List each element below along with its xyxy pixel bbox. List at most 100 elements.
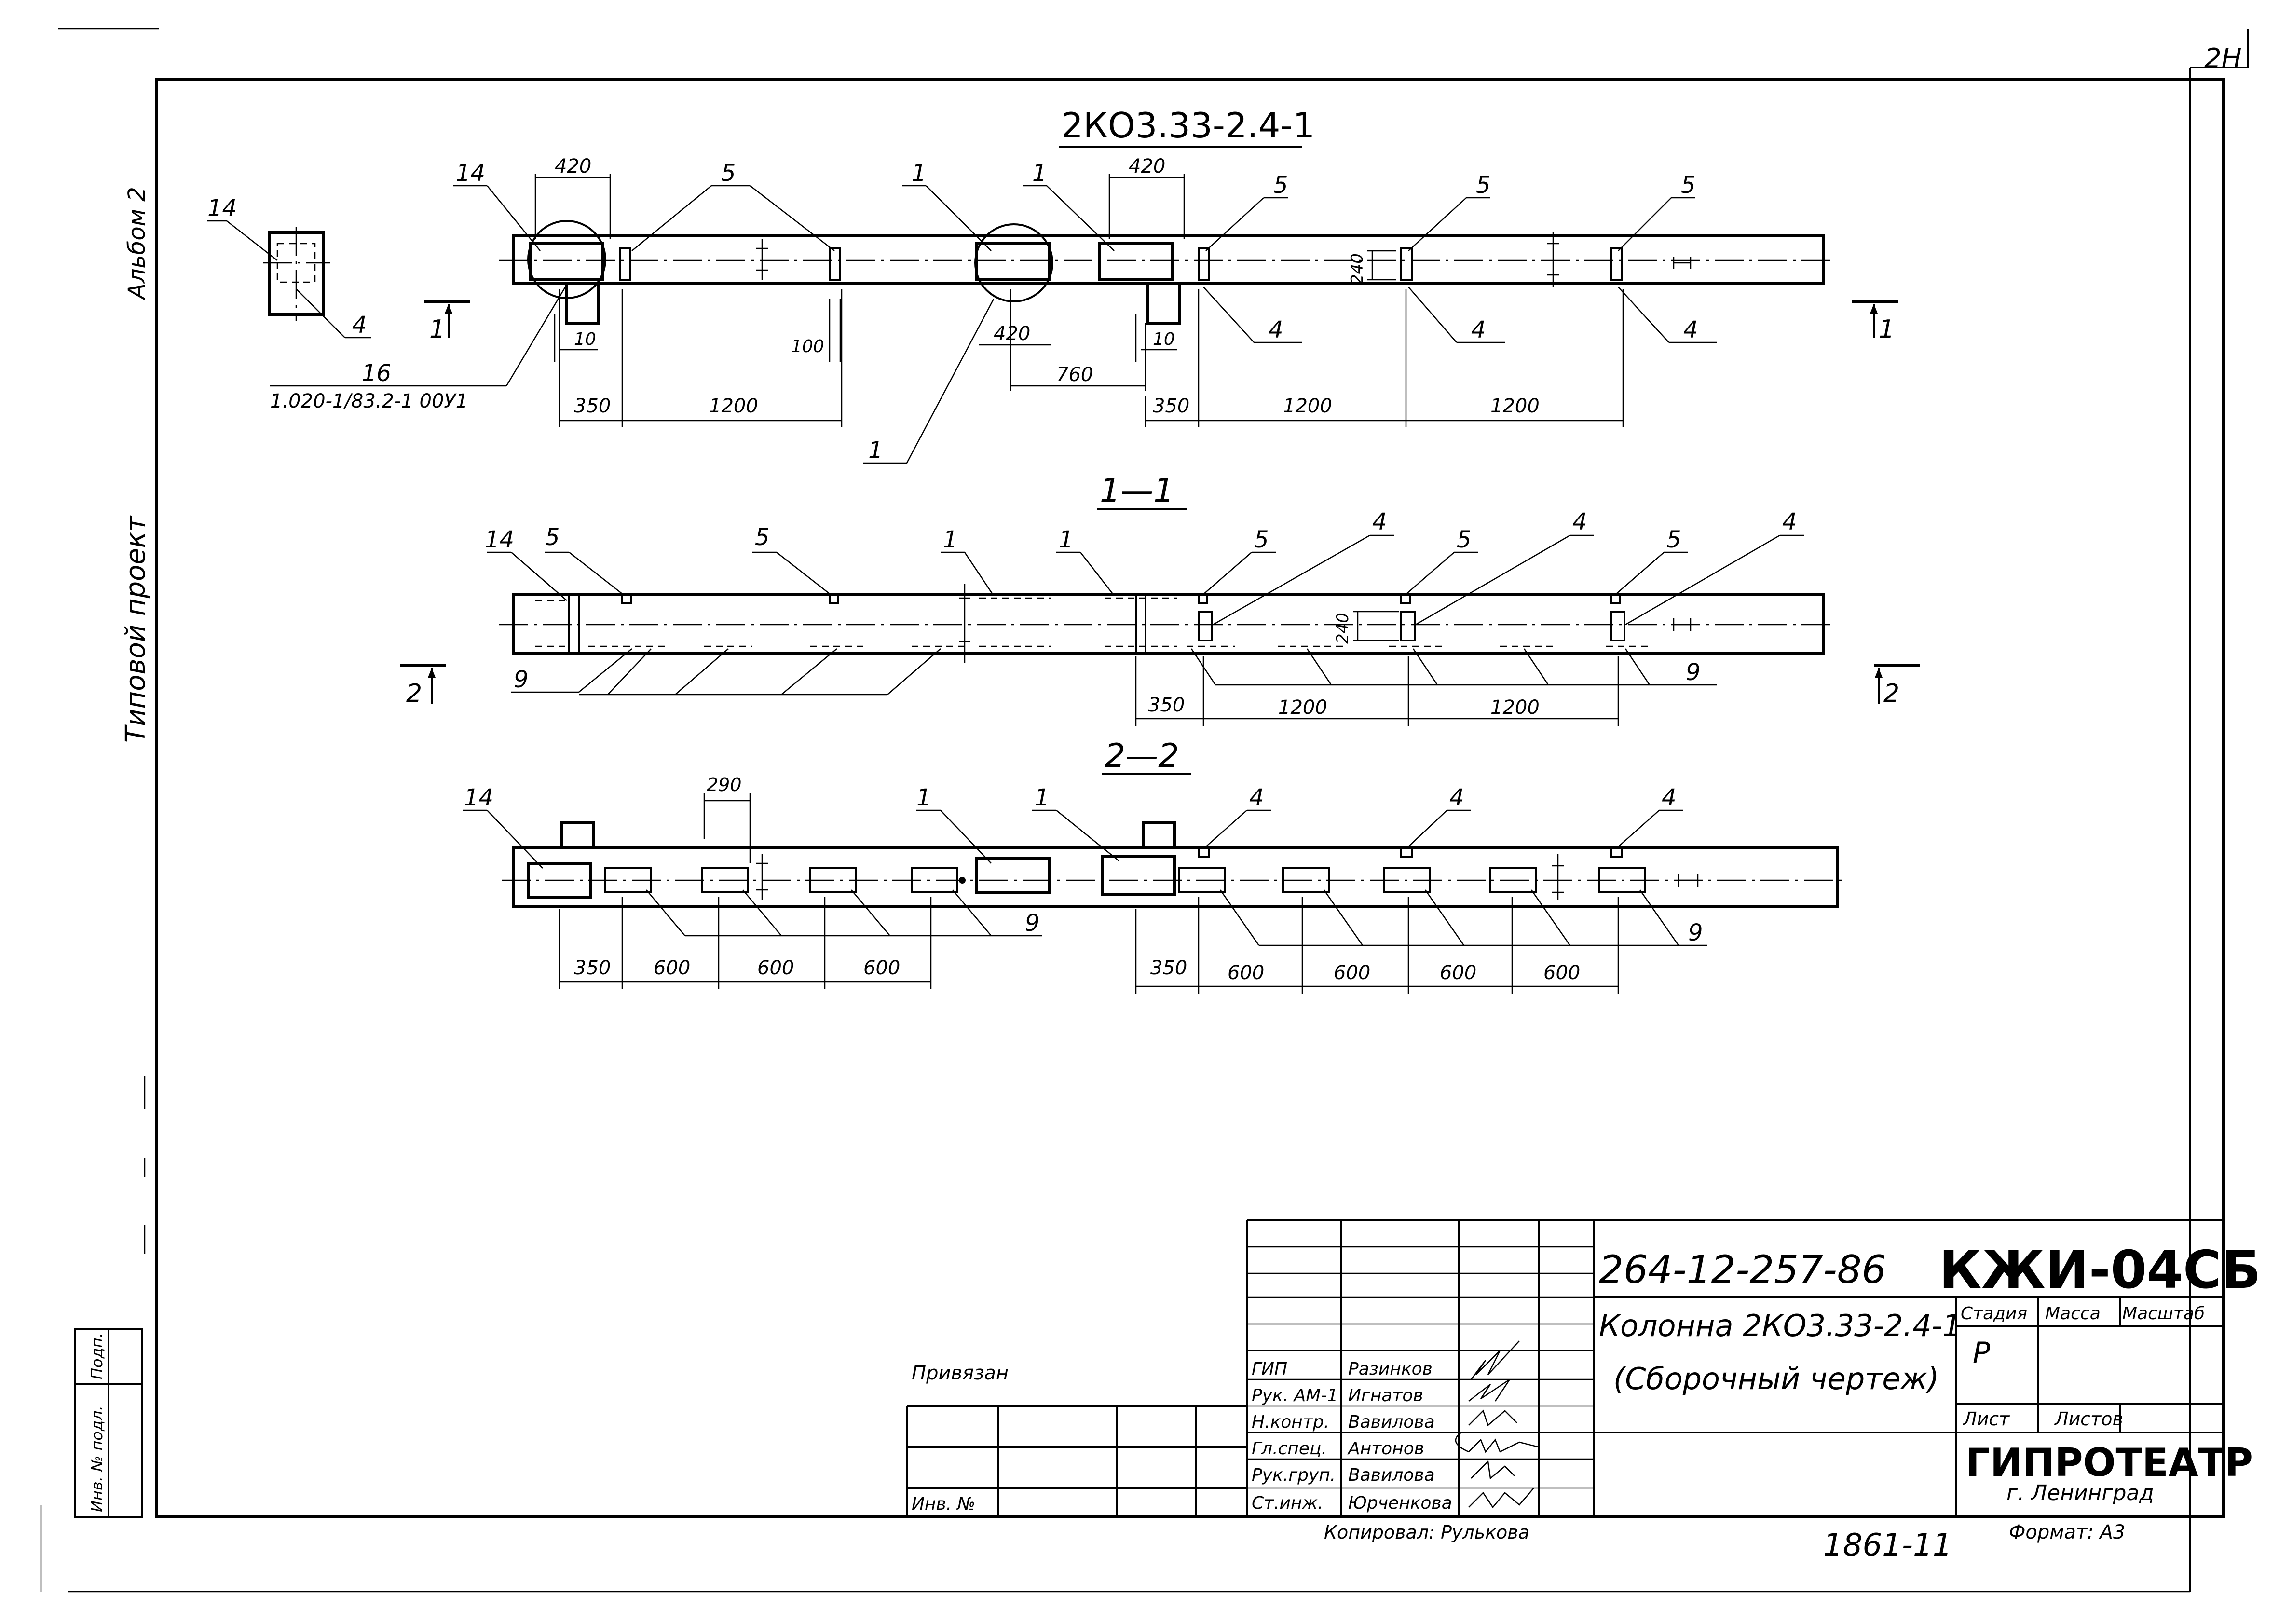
- signatures: [1455, 1340, 1539, 1509]
- pos-16-label: 16: [362, 360, 391, 387]
- dim-350-b: 350: [1153, 395, 1189, 417]
- section-2-mark-right: 2: [1883, 679, 1899, 708]
- s2-pos-4-a: 4: [1249, 784, 1264, 811]
- s1-dim-240: 240: [1333, 613, 1352, 644]
- s1-pos-4-b: 4: [1572, 508, 1587, 535]
- s1-pos-1-a: 1: [943, 526, 958, 553]
- s1-pos-14: 14: [485, 526, 514, 553]
- dim-10-b: 10: [1153, 329, 1175, 349]
- s1-dim-1200-b: 1200: [1490, 696, 1540, 719]
- pos-4-label-b: 4: [1471, 316, 1486, 343]
- s2-pos-9-b: 9: [1688, 919, 1703, 946]
- drawing-name-line2: (Сборочный чертеж): [1613, 1361, 1939, 1396]
- stage-header: Стадия: [1961, 1304, 2027, 1324]
- section-1-mark-right: 1: [1879, 315, 1895, 344]
- detail-section: 14 4: [207, 195, 371, 339]
- pos-1-label-b: 1: [1032, 160, 1047, 187]
- role-1: Рук. АМ-1: [1252, 1386, 1338, 1406]
- sheet-frame: 2Н: [40, 28, 2249, 1593]
- dim-760: 760: [1056, 364, 1093, 386]
- s2-dim-600-d: 600: [1228, 962, 1264, 984]
- section-2-2-title: 2—2: [1105, 737, 1179, 775]
- section-2-mark-left: 2: [406, 679, 422, 708]
- org-name: ГИПРОТЕАТР: [1965, 1440, 2253, 1485]
- pos-1-label-c: 1: [868, 437, 883, 464]
- person-1: Игнатов: [1348, 1386, 1423, 1406]
- pos-5-label-c: 5: [1476, 172, 1491, 199]
- s2-dim-350-a: 350: [574, 957, 611, 979]
- person-2: Вавилова: [1348, 1412, 1435, 1432]
- s2-dim-600-a: 600: [654, 957, 690, 979]
- s2-dim-290: 290: [707, 774, 742, 795]
- s1-pos-5-d: 5: [1457, 526, 1472, 553]
- linked-label: Привязан: [912, 1362, 1009, 1384]
- sheets-header: Листов: [2054, 1408, 2123, 1430]
- sheet-code: КЖИ-04СБ: [1939, 1240, 2261, 1300]
- s1-pos-4-c: 4: [1782, 508, 1797, 535]
- dim-100: 100: [791, 337, 824, 356]
- s1-pos-5-b: 5: [755, 524, 770, 551]
- role-4: Рук.груп.: [1252, 1465, 1336, 1485]
- elevation-title: 2КО3.33-2.4-1: [1061, 105, 1315, 146]
- doc-code: 264-12-257-86: [1599, 1247, 1886, 1292]
- detail-pos-14: 14: [207, 195, 237, 222]
- s2-dim-600-b: 600: [757, 957, 794, 979]
- s1-pos-5-c: 5: [1254, 526, 1269, 553]
- dim-420-b: 420: [1129, 155, 1165, 177]
- section-1-mark-left: 1: [429, 315, 445, 344]
- s2-dim-600-f: 600: [1440, 962, 1476, 984]
- s2-pos-9-a: 9: [1025, 910, 1040, 937]
- scale-header: Масштаб: [2122, 1304, 2205, 1324]
- dim-1200-b: 1200: [1283, 395, 1332, 417]
- dim-240: 240: [1348, 253, 1367, 285]
- person-0: Разинков: [1348, 1359, 1433, 1379]
- person-4: Вавилова: [1348, 1465, 1435, 1485]
- corner-sheet-number: 2Н: [2204, 43, 2242, 74]
- s1-pos-4-a: 4: [1372, 508, 1387, 535]
- elevation-view: 2КО3.33-2.4-1 14 4: [207, 105, 1898, 464]
- s2-pos-14: 14: [464, 784, 493, 811]
- sheet-header: Лист: [1962, 1408, 2010, 1430]
- archive-number: 1861-11: [1823, 1528, 1952, 1563]
- title-block: 264-12-257-86 КЖИ-04СБ Колонна 2КО3.33-2…: [906, 1219, 2261, 1563]
- s2-pos-1-a: 1: [916, 784, 931, 811]
- pos-5-label-a: 5: [721, 160, 736, 187]
- dim-350-a: 350: [574, 395, 611, 417]
- album-label: Альбом 2: [123, 187, 150, 300]
- org-city: г. Ленинград: [2006, 1481, 2154, 1505]
- s2-pos-4-b: 4: [1449, 784, 1464, 811]
- stage-value: Р: [1973, 1336, 1991, 1370]
- detail-pos-4: 4: [352, 312, 367, 339]
- role-3: Гл.спец.: [1252, 1439, 1327, 1459]
- copied-by: Копировал: Рулькова: [1324, 1522, 1529, 1543]
- s2-dim-600-g: 600: [1543, 962, 1580, 984]
- dim-420-c: 420: [994, 323, 1030, 345]
- side-sign-label: Подп.: [88, 1333, 106, 1379]
- section-1-1-view: 1—1: [400, 472, 1920, 726]
- pos-5-label-d: 5: [1681, 172, 1696, 199]
- role-5: Ст.инж.: [1252, 1493, 1323, 1513]
- dim-10-a: 10: [574, 329, 596, 349]
- section-2-2-view: 2—2: [463, 737, 1847, 994]
- left-margin: Типовой проект Альбом 2 Подп. Инв. № под…: [74, 187, 151, 1518]
- s2-dim-600-e: 600: [1334, 962, 1370, 984]
- inv-label: Инв. №: [912, 1494, 975, 1514]
- dim-1200-c: 1200: [1490, 395, 1540, 417]
- dim-1200-a: 1200: [709, 395, 758, 417]
- s1-pos-5-e: 5: [1666, 526, 1681, 553]
- pos-1-label-a: 1: [912, 160, 927, 187]
- drawing-name-line1: Колонна 2КО3.33-2.4-1: [1599, 1308, 1961, 1343]
- pos-4-label-c: 4: [1683, 316, 1698, 343]
- ref-code: 1.020-1/83.2-1 00У1: [270, 390, 468, 412]
- pos-14-label: 14: [456, 160, 485, 187]
- s2-pos-4-c: 4: [1662, 784, 1677, 811]
- s1-dim-1200-a: 1200: [1278, 696, 1327, 719]
- person-3: Антонов: [1347, 1439, 1424, 1459]
- role-2: Н.контр.: [1252, 1412, 1329, 1432]
- pos-4-label-a: 4: [1269, 316, 1283, 343]
- s1-pos-9-b: 9: [1686, 659, 1701, 686]
- section-1-1-title: 1—1: [1100, 472, 1174, 510]
- dim-420-a: 420: [555, 155, 591, 177]
- s1-pos-1-b: 1: [1059, 526, 1074, 553]
